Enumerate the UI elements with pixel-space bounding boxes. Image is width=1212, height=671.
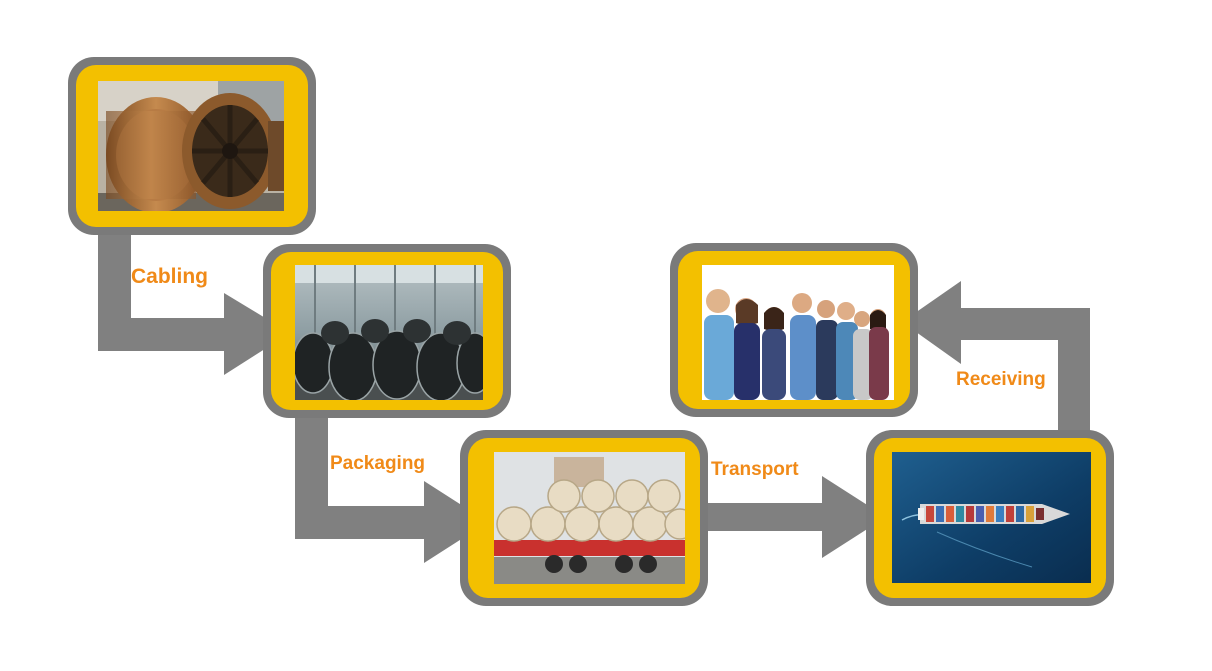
cable-drum-photo (98, 81, 284, 211)
container-ship-photo (892, 452, 1091, 583)
frame-ship (866, 430, 1114, 606)
arrow-transport (700, 476, 886, 558)
label-receiving: Receiving (956, 369, 1046, 390)
label-packaging: Packaging (330, 453, 425, 474)
factory-cable-reels-photo (295, 265, 483, 400)
frame-factory-reels (263, 244, 511, 418)
arrow-receiving (902, 281, 1090, 440)
arrow-cabling (98, 220, 290, 375)
truck-loaded-drums-photo (494, 452, 685, 584)
frame-truck (460, 430, 708, 606)
label-transport: Transport (711, 459, 799, 480)
arrow-packaging (295, 410, 488, 563)
happy-customers-photo (702, 265, 894, 400)
frame-cable-drum (68, 57, 316, 235)
frame-customers (670, 243, 918, 417)
label-cabling: Cabling (131, 265, 208, 288)
